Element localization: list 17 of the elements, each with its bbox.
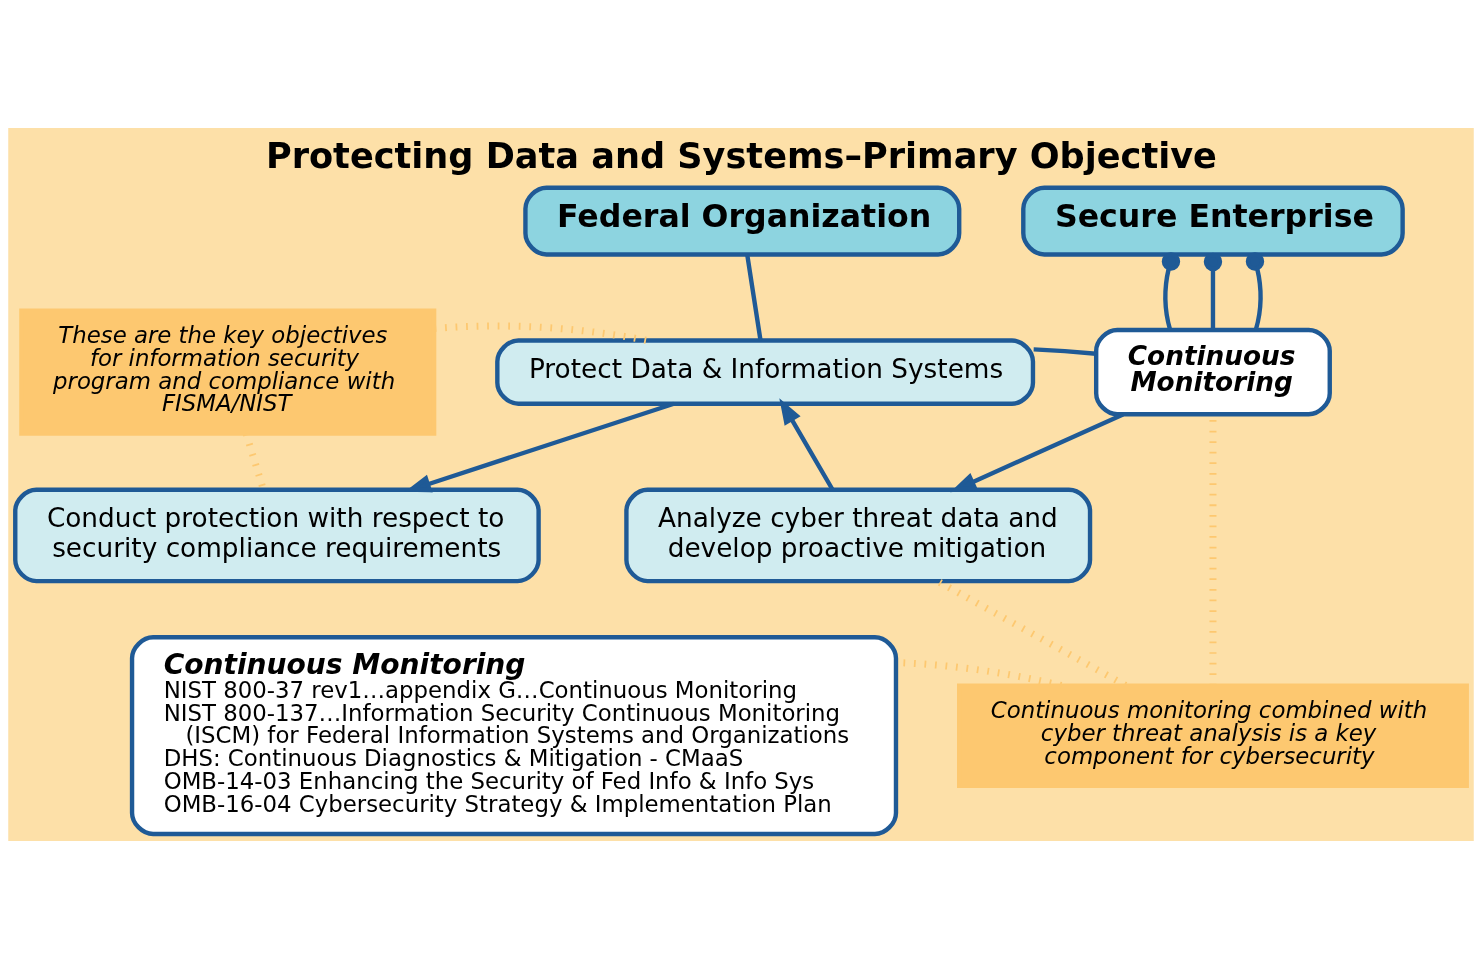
connector — [1245, 252, 1265, 330]
node-box: Protect Data & Information Systems — [495, 338, 1036, 406]
connector — [434, 322, 648, 344]
arrow — [779, 398, 835, 491]
node-box: Continuous Monitoring NIST 800-37 rev1…appendix G…Continuous Monitoring NIST 800-137…Information Security Continuous Monitoring (ISCM) for Federal Information Systems and Organizations DHS: Continuous Diagnostics & Mitigation - CMaaS OMB-14-03 Enhancing the Security of Fed Info & Info Sys OMB-16-04 Cybersecurity Strategy & Implementation Plan — [129, 635, 899, 837]
connector — [1161, 252, 1181, 330]
node-box: Analyze cyber threat data and develop proactive mitigation — [624, 487, 1093, 584]
node-box: Continuous Monitoring — [1094, 327, 1332, 417]
connector — [1033, 347, 1097, 356]
node-box: Federal Organization — [523, 185, 962, 257]
node-box: Secure Enterprise — [1021, 185, 1405, 257]
node-box: Continuous monitoring combined with cyber threat analysis is a key component for cybersecurity — [957, 683, 1469, 788]
connector — [745, 254, 763, 341]
diagram-title: Protecting Data and Systems–Primary Objective — [265, 135, 1217, 177]
node-box: These are the key objectives for information security program and compliance with FISMA/NIST — [19, 308, 437, 436]
connector — [1203, 252, 1223, 330]
node-box: Conduct protection with respect to security compliance requirements — [13, 487, 541, 584]
